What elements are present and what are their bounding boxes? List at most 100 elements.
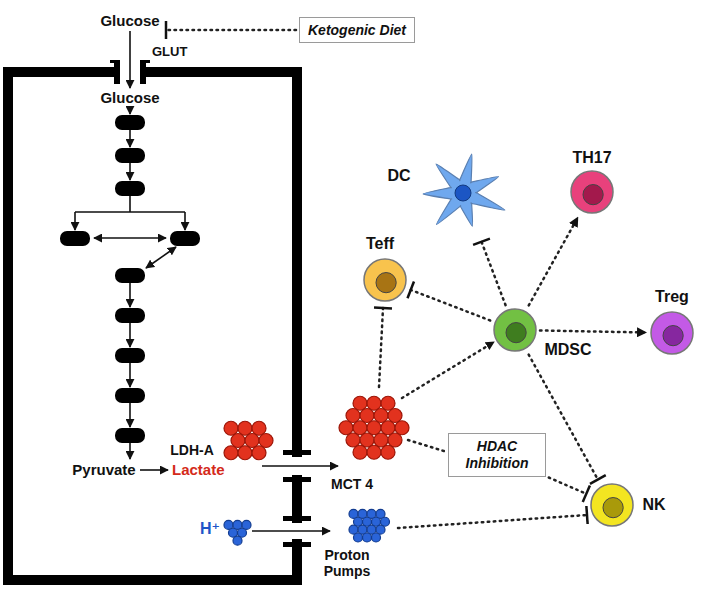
- intervention-label: HDAC Inhibition: [457, 438, 537, 472]
- effect-lines: [166, 30, 587, 528]
- metabolite-pill: [60, 231, 90, 246]
- molecule-dot: [374, 433, 388, 447]
- molecule-dot: [360, 433, 374, 447]
- proton-export-arrow: [252, 530, 330, 532]
- molecule-clusters: [224, 396, 409, 545]
- metabolite-pill: [115, 388, 145, 403]
- pathway-double-arrow: [94, 237, 166, 239]
- molecule-dot: [372, 533, 381, 542]
- cell-shape: [570, 170, 614, 214]
- pathway-double-arrow: [146, 247, 176, 268]
- molecule-dot: [374, 409, 388, 423]
- molecule-dot: [238, 446, 252, 460]
- metabolite-label: Glucose: [100, 89, 159, 106]
- tumor-cell-wall: [8, 72, 297, 580]
- glycolysis-pathway: [75, 31, 338, 531]
- metabolite-label: Lactate: [172, 461, 225, 478]
- pathway-arrow: [129, 403, 131, 427]
- cell-shape: [493, 308, 537, 352]
- mdsc-cell: MDSC: [493, 308, 537, 352]
- channel-bar: [283, 542, 311, 547]
- cell-body: [571, 171, 613, 213]
- molecule-dot: [224, 446, 238, 460]
- cell-label: Treg: [655, 288, 689, 306]
- metabolite-label: Glucose: [100, 12, 159, 29]
- dendrite-outline: [423, 154, 505, 226]
- metabolite-pill: [115, 428, 145, 443]
- cell-label: TH17: [572, 149, 611, 167]
- inhibition-line: [166, 29, 296, 32]
- cell-shape: [413, 148, 513, 238]
- treg-cell: Treg: [650, 311, 694, 355]
- ldh-a-arrow: [140, 469, 168, 471]
- pathway-arrow: [129, 323, 131, 347]
- channel-bar: [144, 60, 150, 63]
- molecule-dot: [381, 445, 395, 459]
- channel-bar: [283, 450, 311, 455]
- metabolite-pill: [115, 181, 145, 196]
- cell-wall-left-bottom: [8, 72, 297, 580]
- cell-wall-top: [8, 67, 297, 77]
- pathway-arrow: [184, 212, 186, 230]
- inhibition-line: [398, 515, 587, 528]
- inhibition-line: [379, 308, 383, 387]
- cell-label: NK: [642, 496, 665, 514]
- cell-nucleus: [506, 323, 526, 343]
- metabolite-pill: [115, 348, 145, 363]
- pathway-arrow: [129, 363, 131, 387]
- pathway-arrow: [129, 163, 131, 180]
- dendritic-cell: DC: [413, 148, 513, 238]
- cell-wall-right: [292, 72, 302, 580]
- cell-nucleus: [663, 326, 683, 346]
- molecule-dot: [233, 536, 242, 545]
- inhibition-connector: [411, 290, 490, 321]
- cell-body: [651, 312, 693, 354]
- cell-label: Teff: [366, 235, 394, 253]
- molecule-dot: [238, 421, 252, 435]
- molecule-dot: [339, 421, 353, 435]
- pathway-arrow: [129, 283, 131, 307]
- pathway-split: [75, 196, 185, 212]
- glucose-uptake-arrow: [129, 31, 131, 88]
- molecule-dot: [252, 446, 266, 460]
- molecule-dot: [367, 445, 381, 459]
- transporter-label: MCT 4: [331, 476, 373, 492]
- activation-connector: [540, 330, 646, 332]
- metabolite-label: Pyruvate: [72, 461, 135, 478]
- intervention-label: Ketogenic Diet: [308, 22, 406, 39]
- channel-bar: [114, 60, 120, 84]
- molecule-dot: [381, 421, 395, 435]
- activation-line: [402, 342, 494, 398]
- transporter-label: GLUT: [152, 45, 187, 60]
- channel-bar: [110, 60, 116, 63]
- molecule-dot: [367, 421, 381, 435]
- cell-nucleus: [583, 185, 603, 205]
- molecule-dot: [388, 409, 402, 423]
- channel-bar: [283, 477, 311, 482]
- cell-shape: [363, 258, 407, 302]
- molecule-dot: [231, 434, 245, 448]
- metabolite-pills: [60, 115, 200, 443]
- lactate-export-arrow: [262, 465, 338, 467]
- cell-nucleus: [376, 273, 396, 293]
- molecule-dot: [381, 396, 395, 410]
- effector-t-cell: Teff: [363, 258, 407, 302]
- ion-label: H⁺: [200, 520, 220, 538]
- molecule-dot: [346, 409, 360, 423]
- activation-connector: [529, 217, 578, 305]
- intervention-box: Ketogenic Diet: [299, 17, 415, 44]
- molecule-dot: [224, 421, 238, 435]
- molecule-dot: [353, 445, 367, 459]
- enzyme-label: LDH-A: [170, 442, 214, 458]
- cell-nucleus: [603, 498, 623, 518]
- inhibition-connector: [482, 242, 506, 305]
- metabolite-pill: [170, 231, 200, 246]
- cell-body: [591, 484, 633, 526]
- metabolite-pill: [115, 115, 145, 130]
- cell-nucleus: [455, 185, 471, 201]
- metabolite-pill: [115, 308, 145, 323]
- molecule-dot: [367, 396, 381, 410]
- molecule-dot: [353, 396, 367, 410]
